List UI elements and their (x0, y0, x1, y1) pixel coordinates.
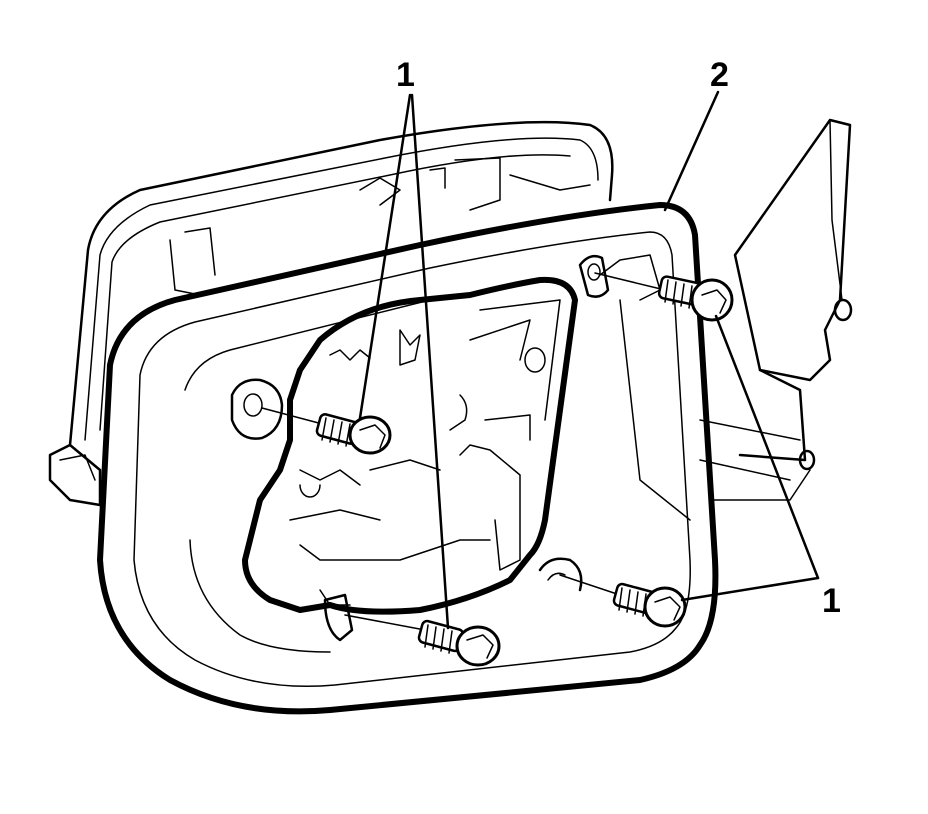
callout-label-bolt-right: 1 (822, 582, 841, 620)
bolt-top-right-icon (594, 272, 734, 322)
actuator-cavity (242, 276, 578, 615)
callout-label-bolt-top: 1 (396, 56, 415, 94)
mirror-backing-plate (97, 202, 719, 715)
callout-label-housing: 2 (710, 56, 729, 94)
leader-lines (358, 90, 820, 630)
bolt-bosses (230, 254, 610, 642)
mounting-bracket (699, 118, 853, 501)
bolt-bottom-center-icon (344, 614, 501, 667)
bolt-bottom-right-icon (559, 574, 687, 628)
mirror-housing-shell (48, 120, 614, 507)
bolt-center-left-icon (261, 407, 392, 455)
